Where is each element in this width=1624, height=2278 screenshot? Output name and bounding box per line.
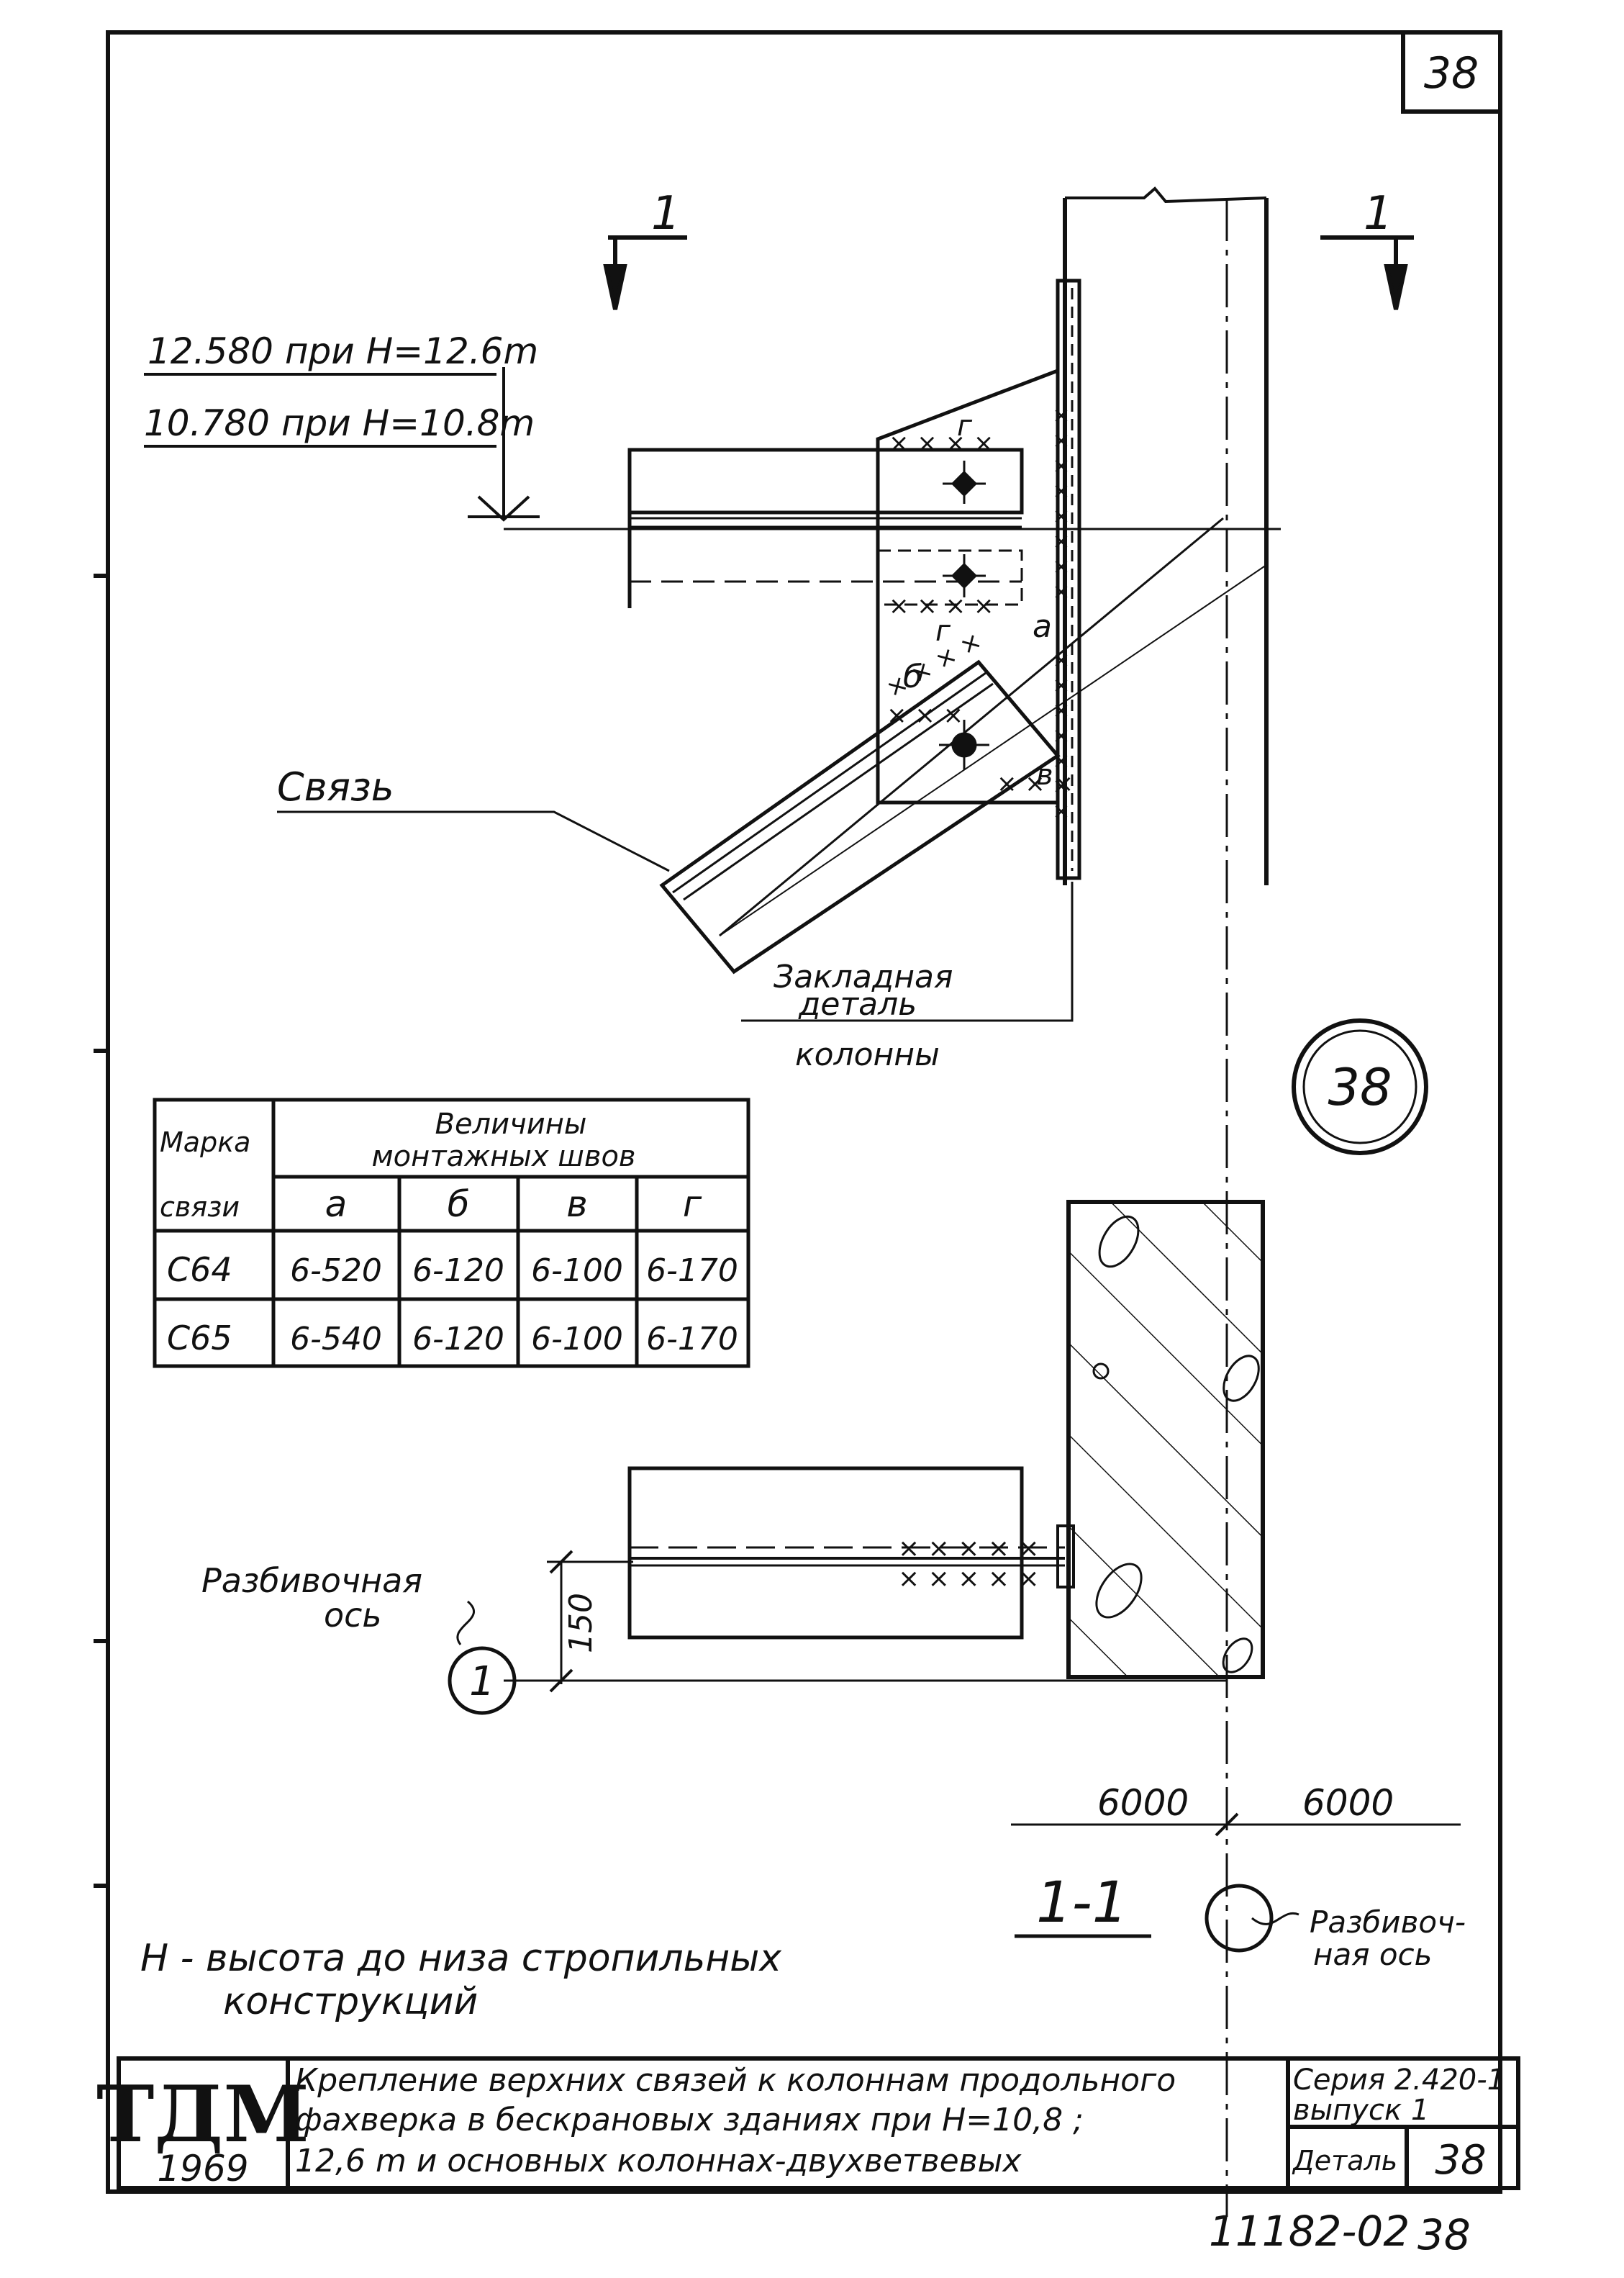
sheet-frame — [94, 30, 1502, 2194]
svg-text:× × × ×: × × × × — [889, 429, 994, 458]
archive-sheet: 38 — [1417, 2210, 1471, 2259]
weld-letter-b: б — [903, 659, 922, 695]
section-marker-right — [1320, 235, 1414, 310]
table-cell: 6-170 — [646, 1252, 738, 1289]
weld-letter-v: в — [1036, 759, 1053, 792]
weld-letter-g-top: г — [957, 410, 973, 443]
note-line-1: H - высота до низа стропильных — [140, 1937, 782, 1980]
brace-label: Связь — [277, 764, 394, 810]
bolt-markers — [939, 461, 989, 770]
sheet-number: 38 — [1424, 48, 1479, 99]
table-cell: 6-120 — [412, 1321, 504, 1357]
table-header-mark-2: связи — [160, 1191, 240, 1223]
table-cell: 6-520 — [290, 1252, 382, 1289]
table-header-mark-1: Марка — [160, 1126, 250, 1158]
grid-axis-left-number: 1 — [469, 1658, 495, 1705]
issue-label: выпуск 1 — [1293, 2094, 1429, 2127]
table-col-a: а — [325, 1183, 348, 1225]
weld-table — [153, 1098, 750, 1368]
drawing-title-line-1: Крепление верхних связей к колоннам прод… — [295, 2062, 1176, 2099]
detail-circle: 38 — [1292, 1018, 1428, 1155]
svg-text:×××××××: ××××××× — [1049, 648, 1074, 824]
dimension-150: 150 — [563, 1593, 599, 1653]
dimension-6000-left: 6000 — [1097, 1782, 1189, 1824]
elevation-marks — [144, 367, 540, 522]
drawing-title-line-2: фахверка в бескрановых зданиях при H=10,… — [295, 2102, 1084, 2138]
section-1-1 — [448, 1200, 1461, 1953]
leader-lines — [277, 810, 1074, 1022]
svg-text:× × × × ×: × × × × × — [898, 1564, 1040, 1594]
dimension-6000-right: 6000 — [1302, 1782, 1394, 1824]
table-row-mark: С65 — [167, 1319, 232, 1357]
title-block-logo: ТДМ — [96, 2069, 309, 2160]
series-label: Серия 2.420-1 — [1293, 2064, 1505, 2097]
table-col-v: в — [566, 1183, 587, 1225]
detail-label: Деталь — [1292, 2145, 1397, 2177]
title-block-year: 1969 — [157, 2148, 248, 2189]
table-cell: 6-540 — [290, 1321, 382, 1357]
section-marker-left — [603, 235, 687, 310]
table-row-mark: С64 — [167, 1250, 232, 1289]
table-cell: 6-100 — [531, 1252, 623, 1289]
grid-axis-right-label-2: ная ось — [1313, 1937, 1432, 1972]
table-cell: 6-120 — [412, 1252, 504, 1289]
table-cell: 6-170 — [646, 1321, 738, 1357]
table-col-b: б — [448, 1183, 470, 1225]
svg-text:× × ×: × × × — [997, 769, 1074, 798]
weld-letter-g-bottom: г — [935, 615, 951, 648]
embedded-part-label-1: Закладная — [774, 959, 953, 995]
section-mark-left: 1 — [651, 187, 681, 240]
table-cell: 6-100 — [531, 1321, 623, 1357]
drawing-title-line-3: 12,6 m и основных колоннах-двухветвевых — [295, 2143, 1022, 2179]
grid-axis-left-label-2: ось — [324, 1596, 382, 1635]
embedded-part-label-2: деталь — [798, 986, 917, 1023]
column-elevation — [504, 186, 1281, 2217]
archive-number: 11182-02 — [1209, 2207, 1410, 2256]
detail-value: 38 — [1435, 2137, 1486, 2184]
detail-circle-number: 38 — [1328, 1058, 1392, 1117]
section-mark-right: 1 — [1364, 187, 1393, 240]
title-block — [117, 2056, 1520, 2190]
section-title: 1-1 — [1036, 1871, 1128, 1935]
grid-axis-right-label-1: Разбивоч- — [1310, 1904, 1466, 1940]
sheet-number-box: 38 — [1401, 30, 1502, 114]
note-line-2: конструкций — [223, 1980, 478, 2023]
grid-axis-left-label-1: Разбивочная — [201, 1561, 422, 1600]
table-col-g: г — [683, 1183, 702, 1225]
table-header-values-1: Величины — [435, 1108, 587, 1141]
weld-letter-a: а — [1033, 608, 1052, 645]
svg-text:× × × ×: × × × × — [889, 592, 994, 620]
svg-text:× × ×: × × × — [886, 701, 963, 730]
embedded-part-label-3: колонны — [795, 1036, 940, 1073]
weld-table-text: Марка связи Величины монтажных швов а б … — [160, 1108, 738, 1357]
elevation-upper: 12.580 при H=12.6m — [148, 330, 538, 372]
elevation-lower: 10.780 при H=10.8m — [144, 402, 535, 444]
svg-text:××××××××: ×××××××× — [1049, 403, 1074, 605]
table-header-values-2: монтажных швов — [372, 1140, 636, 1173]
